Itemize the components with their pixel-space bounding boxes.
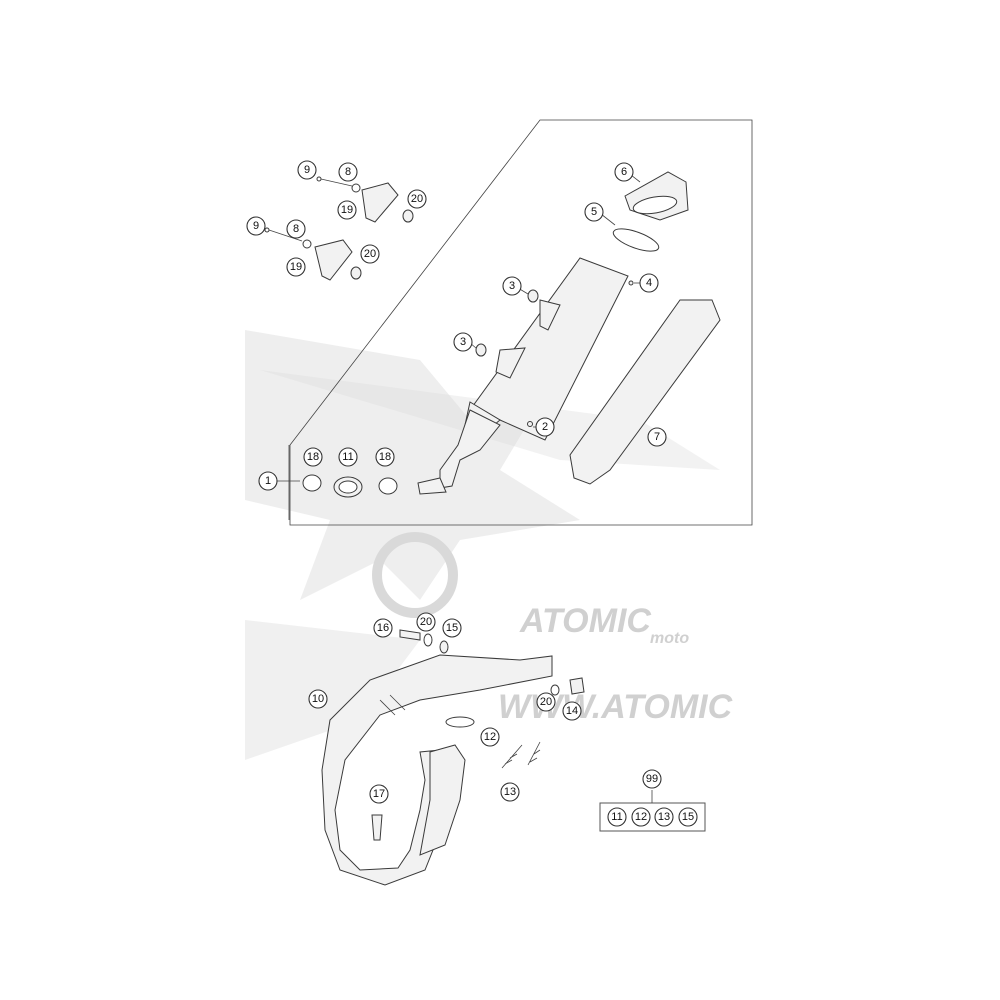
callout-20-lower: 20: [360, 244, 380, 264]
callout-5: 5: [584, 202, 604, 222]
washer-right: [550, 684, 560, 696]
svg-text:20: 20: [540, 696, 552, 708]
callout-19-lower: 19: [286, 257, 306, 277]
svg-text:19: 19: [290, 261, 302, 273]
grommet-lower: [475, 343, 487, 357]
svg-text:15: 15: [682, 811, 694, 823]
spring-sleeve: [333, 476, 363, 498]
svg-text:99: 99: [646, 773, 658, 785]
callout-2: 2: [535, 417, 555, 437]
svg-text:20: 20: [364, 248, 376, 260]
svg-text:19: 19: [341, 204, 353, 216]
header-pipe: [321, 654, 553, 886]
svg-text:5: 5: [591, 206, 597, 218]
bracket-set-lower: [264, 227, 362, 281]
callout-7: 7: [647, 427, 667, 447]
kit-item-4: 15: [678, 807, 698, 827]
screw-small: [527, 421, 533, 427]
silencer-assembly-frame: [289, 119, 753, 526]
kit-item-1: 11: [607, 807, 627, 827]
watermark-url: WWW.ATOMIC: [498, 688, 733, 726]
watermark-sub: moto: [650, 630, 689, 647]
spring-right: [527, 741, 541, 766]
mount-bolt: [399, 629, 421, 641]
svg-text:10: 10: [312, 693, 324, 705]
callout-3-lower: 3: [453, 332, 473, 352]
callout-11: 11: [338, 447, 358, 467]
svg-text:8: 8: [293, 223, 299, 235]
connector-pipe: [417, 477, 447, 495]
svg-text:18: 18: [307, 451, 319, 463]
svg-text:4: 4: [646, 277, 652, 289]
svg-text:17: 17: [373, 788, 385, 800]
svg-text:13: 13: [658, 811, 670, 823]
o-ring: [445, 716, 475, 728]
svg-text:3: 3: [460, 336, 466, 348]
silencer-sleeve: [569, 299, 721, 485]
rivet: [628, 280, 634, 286]
mount-clip: [569, 677, 585, 695]
callout-6: 6: [614, 162, 634, 182]
end-cap-gasket: [612, 228, 660, 252]
callout-18-right: 18: [375, 447, 395, 467]
callout-18-left: 18: [303, 447, 323, 467]
svg-text:16: 16: [377, 622, 389, 634]
spring-left: [501, 744, 523, 769]
svg-text:9: 9: [304, 164, 310, 176]
callout-19-upper: 19: [337, 200, 357, 220]
callout-20-upper: 20: [407, 189, 427, 209]
callout-3-upper: 3: [502, 276, 522, 296]
callout-99: 99: [642, 769, 662, 789]
callout-15: 15: [442, 618, 462, 638]
callout-16: 16: [373, 618, 393, 638]
callout-9-upper: 9: [297, 160, 317, 180]
svg-text:20: 20: [411, 193, 423, 205]
callout-20-header-right: 20: [536, 692, 556, 712]
callout-4: 4: [639, 273, 659, 293]
grommet-upper: [527, 289, 539, 303]
seal-ring-left: [302, 474, 322, 492]
callout-13: 13: [500, 782, 520, 802]
silencer-end-cap: [624, 171, 689, 221]
svg-text:7: 7: [654, 431, 660, 443]
rubber-damper: [439, 640, 449, 654]
svg-text:12: 12: [484, 731, 496, 743]
callout-9-lower: 9: [246, 216, 266, 236]
callout-17: 17: [369, 784, 389, 804]
svg-text:13: 13: [504, 786, 516, 798]
kit-item-3: 13: [654, 807, 674, 827]
svg-text:1: 1: [265, 475, 271, 487]
callout-1: 1: [258, 471, 278, 491]
callout-12: 12: [480, 727, 500, 747]
svg-text:11: 11: [611, 811, 622, 823]
kit-item-2: 12: [631, 807, 651, 827]
svg-text:14: 14: [566, 705, 578, 717]
callout-14: 14: [562, 701, 582, 721]
callout-10: 10: [308, 689, 328, 709]
washer-upper: [423, 633, 433, 647]
watermark-brand: ATOMIC: [519, 602, 651, 640]
svg-text:9: 9: [253, 220, 259, 232]
bracket-set-upper: [316, 176, 414, 223]
svg-text:8: 8: [345, 166, 351, 178]
svg-text:20: 20: [420, 616, 432, 628]
silencer-body: [439, 257, 629, 489]
svg-text:2: 2: [542, 421, 548, 433]
callout-8-lower: 8: [286, 219, 306, 239]
seal-ring-right: [378, 477, 398, 495]
plug: [371, 814, 383, 841]
svg-text:6: 6: [621, 166, 627, 178]
callout-8-upper: 8: [338, 162, 358, 182]
svg-text:18: 18: [379, 451, 391, 463]
svg-text:3: 3: [509, 280, 515, 292]
svg-text:11: 11: [342, 451, 353, 463]
callout-20-header-left: 20: [416, 612, 436, 632]
svg-text:12: 12: [635, 811, 647, 823]
svg-text:15: 15: [446, 622, 458, 634]
